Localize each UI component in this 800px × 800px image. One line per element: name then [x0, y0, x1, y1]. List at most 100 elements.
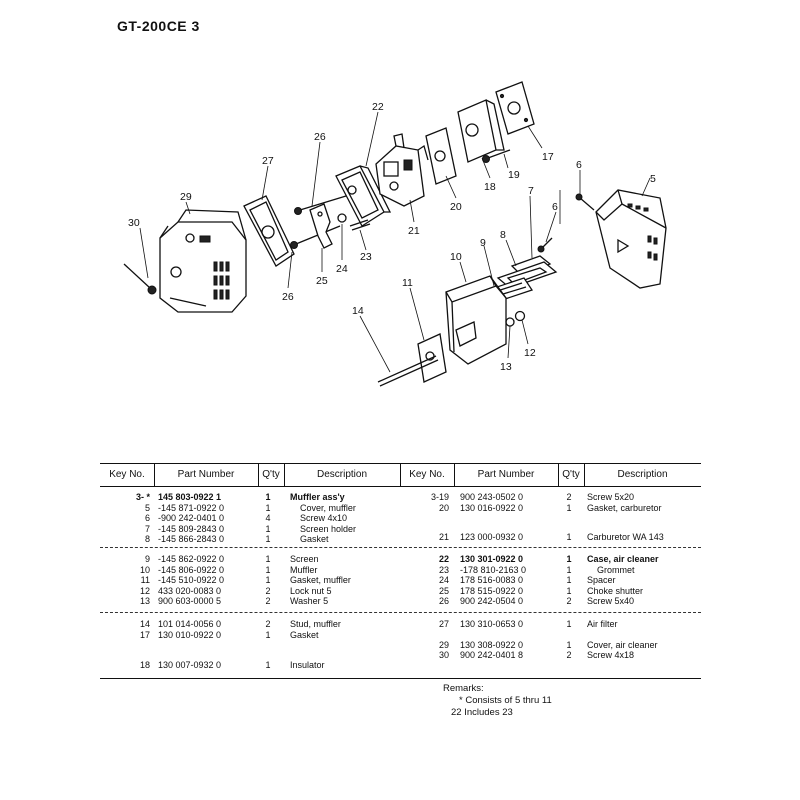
- description-cell: Screw 4x10: [300, 513, 348, 523]
- qty-cell: 1: [265, 660, 271, 670]
- callout-26: 26: [282, 291, 294, 303]
- description-cell: Cover, air cleaner: [587, 639, 658, 650]
- carburetor: [375, 133, 429, 207]
- description-cell: Carburetor WA 143: [587, 532, 664, 542]
- qty-cell: 1: [566, 564, 572, 575]
- part-number-cell: -145 806-0922 0: [158, 564, 225, 575]
- callout-6: 6: [552, 201, 558, 213]
- callout-20: 20: [450, 201, 462, 213]
- col-divider: [154, 463, 155, 486]
- qty-cell: 2: [265, 585, 271, 596]
- qty-cell: 1: [566, 532, 572, 542]
- group-separator: [100, 547, 701, 548]
- description-cell: Muffler: [290, 564, 318, 575]
- leader-lines: [139, 111, 651, 373]
- key-no-cell: 14: [139, 619, 150, 629]
- screw-26-lower: [290, 225, 341, 249]
- description-cell: Screen: [290, 554, 319, 564]
- qty-cell: 1: [265, 629, 271, 640]
- screw-6-upper: [575, 193, 595, 211]
- description-cell: Spacer: [587, 575, 616, 585]
- key-no-cell: 18: [139, 660, 150, 670]
- description-cell: Screen holder: [300, 523, 357, 534]
- callout-27: 27: [262, 155, 274, 167]
- qty-cell: 1: [265, 502, 271, 513]
- header-qty-2: Q'ty: [562, 469, 580, 480]
- part-number-cell: 900 242-0401 8: [460, 650, 524, 660]
- part-number-cell: -900 242-0401 0: [158, 513, 225, 523]
- col-divider: [584, 463, 585, 486]
- key-no-cell: 5: [144, 502, 150, 513]
- callout-5: 5: [650, 173, 656, 185]
- col-divider: [558, 463, 559, 486]
- table-bottom-rule: [100, 678, 701, 679]
- callout-18: 18: [484, 181, 496, 193]
- callout-24: 24: [336, 263, 348, 275]
- key-no-cell: 21: [438, 532, 449, 542]
- part-number-cell: 130 301-0922 0: [460, 554, 524, 564]
- key-no-cell: 3- *: [135, 492, 150, 502]
- key-no-cell: 24: [438, 575, 449, 585]
- table-row: 9 -145 862-0922 0 1 Screen: [100, 554, 701, 565]
- col-divider: [400, 463, 401, 486]
- callout-10: 10: [450, 251, 462, 263]
- header-description-2: Description: [617, 469, 668, 480]
- description-cell: Insulator: [290, 660, 325, 670]
- qty-cell: 1: [566, 554, 572, 564]
- remark-line: 22 Includes 23: [451, 707, 513, 718]
- header-part-number-2: Part Number: [477, 469, 535, 480]
- qty-cell: 2: [566, 492, 572, 502]
- col-divider: [258, 463, 259, 486]
- key-no-cell: 13: [139, 596, 150, 606]
- part-number-cell: 130 016-0922 0: [460, 502, 524, 513]
- header-key-no-2: Key No.: [409, 469, 445, 480]
- part-number-cell: -145 862-0922 0: [158, 554, 225, 564]
- key-no-cell: 7: [144, 523, 150, 534]
- qty-cell: 2: [566, 596, 572, 606]
- part-number-cell: 900 242-0504 0: [460, 596, 524, 606]
- part-number-cell: 433 020-0083 0: [158, 585, 222, 596]
- col-divider: [284, 463, 285, 486]
- grommet: [349, 219, 371, 231]
- header-description: Description: [316, 469, 368, 480]
- key-no-cell: 30: [438, 650, 449, 660]
- callout-9: 9: [480, 237, 486, 249]
- col-divider: [454, 463, 455, 486]
- key-no-cell: 9: [144, 554, 150, 564]
- callout-30: 30: [128, 217, 140, 229]
- callout-26: 26: [314, 131, 326, 143]
- part-number-cell: 130 310-0653 0: [460, 619, 524, 629]
- remarks: Remarks: * Consists of 5 thru 11 22 Incl…: [443, 683, 552, 719]
- part-number-cell: 900 603-0000 5: [158, 596, 222, 606]
- description-cell: Gasket: [300, 534, 329, 544]
- muffler: [445, 275, 507, 365]
- page-title: GT-200CE 3: [117, 18, 200, 34]
- qty-cell: 1: [566, 502, 572, 513]
- part-number-cell: 178 515-0922 0: [460, 585, 524, 596]
- part-number-cell: -145 866-2843 0: [158, 534, 225, 544]
- air-filter: [243, 195, 295, 267]
- key-no-cell: 6: [144, 513, 150, 523]
- screw-30: [123, 263, 157, 295]
- description-cell: Screw 4x18: [587, 650, 635, 660]
- description-cell: Washer 5: [290, 596, 329, 606]
- remarks-title: Remarks:: [443, 683, 484, 694]
- group-separator: [100, 612, 701, 613]
- qty-cell: 1: [265, 492, 271, 502]
